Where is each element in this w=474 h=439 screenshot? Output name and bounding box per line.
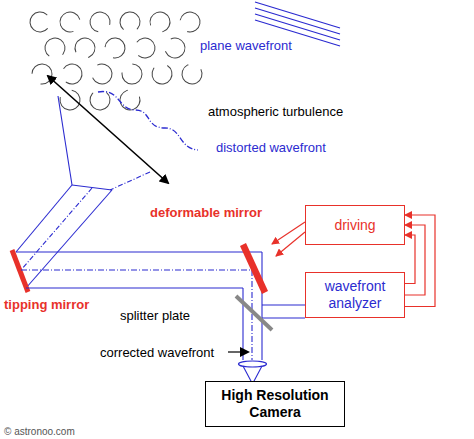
part-label: plane wavefront: [200, 38, 292, 53]
swirl: [104, 37, 126, 59]
swirl: [41, 34, 69, 62]
swirl: [58, 60, 86, 88]
part-label: atmospheric turbulence: [208, 104, 343, 119]
signal-wire: [405, 215, 435, 307]
splitter-plate: [236, 296, 272, 330]
swirl: [122, 64, 143, 85]
lens: [239, 361, 267, 367]
deformable-mirror: [240, 243, 268, 294]
swirl: [26, 8, 54, 36]
part-label: splitter plate: [120, 308, 190, 323]
swirl: [148, 60, 176, 88]
swirl: [88, 10, 111, 33]
part-label: distorted wavefront: [216, 140, 326, 155]
incoming-beam: [16, 96, 150, 288]
box-text: High Resolution Camera: [212, 387, 338, 421]
swirl: [32, 64, 53, 85]
tipping-mirror: [12, 250, 28, 292]
part-label: tipping mirror: [4, 297, 89, 312]
swirl: [131, 34, 159, 62]
signal-wire: [405, 225, 425, 295]
turbulence-swirls: [26, 8, 206, 114]
signal-wire: [405, 235, 415, 284]
swirl: [57, 9, 83, 35]
swirl: [116, 8, 144, 36]
camera-box: High Resolution Camera: [205, 381, 345, 427]
part-label: deformable mirror: [150, 205, 262, 220]
swirl: [162, 35, 189, 62]
swirl: [147, 9, 173, 35]
swirl: [58, 88, 81, 111]
box-text: wavefront analyzer: [312, 278, 398, 312]
corrected-arrow: [228, 351, 248, 352]
process-box: driving: [305, 205, 405, 245]
swirl: [86, 86, 114, 114]
control-lines: [272, 222, 305, 256]
part-label: corrected wavefront: [100, 345, 214, 360]
box-text: driving: [334, 217, 375, 234]
signal-connector: [405, 215, 435, 307]
swirl: [88, 60, 115, 87]
swirl: [178, 10, 201, 33]
swirl: [178, 60, 205, 87]
aperture-arrow: [48, 76, 168, 183]
swirl: [72, 35, 99, 62]
distorted-wavefront: [98, 92, 198, 150]
watermark: © astronoo.com: [4, 424, 75, 439]
process-box: wavefront analyzer: [305, 272, 405, 318]
